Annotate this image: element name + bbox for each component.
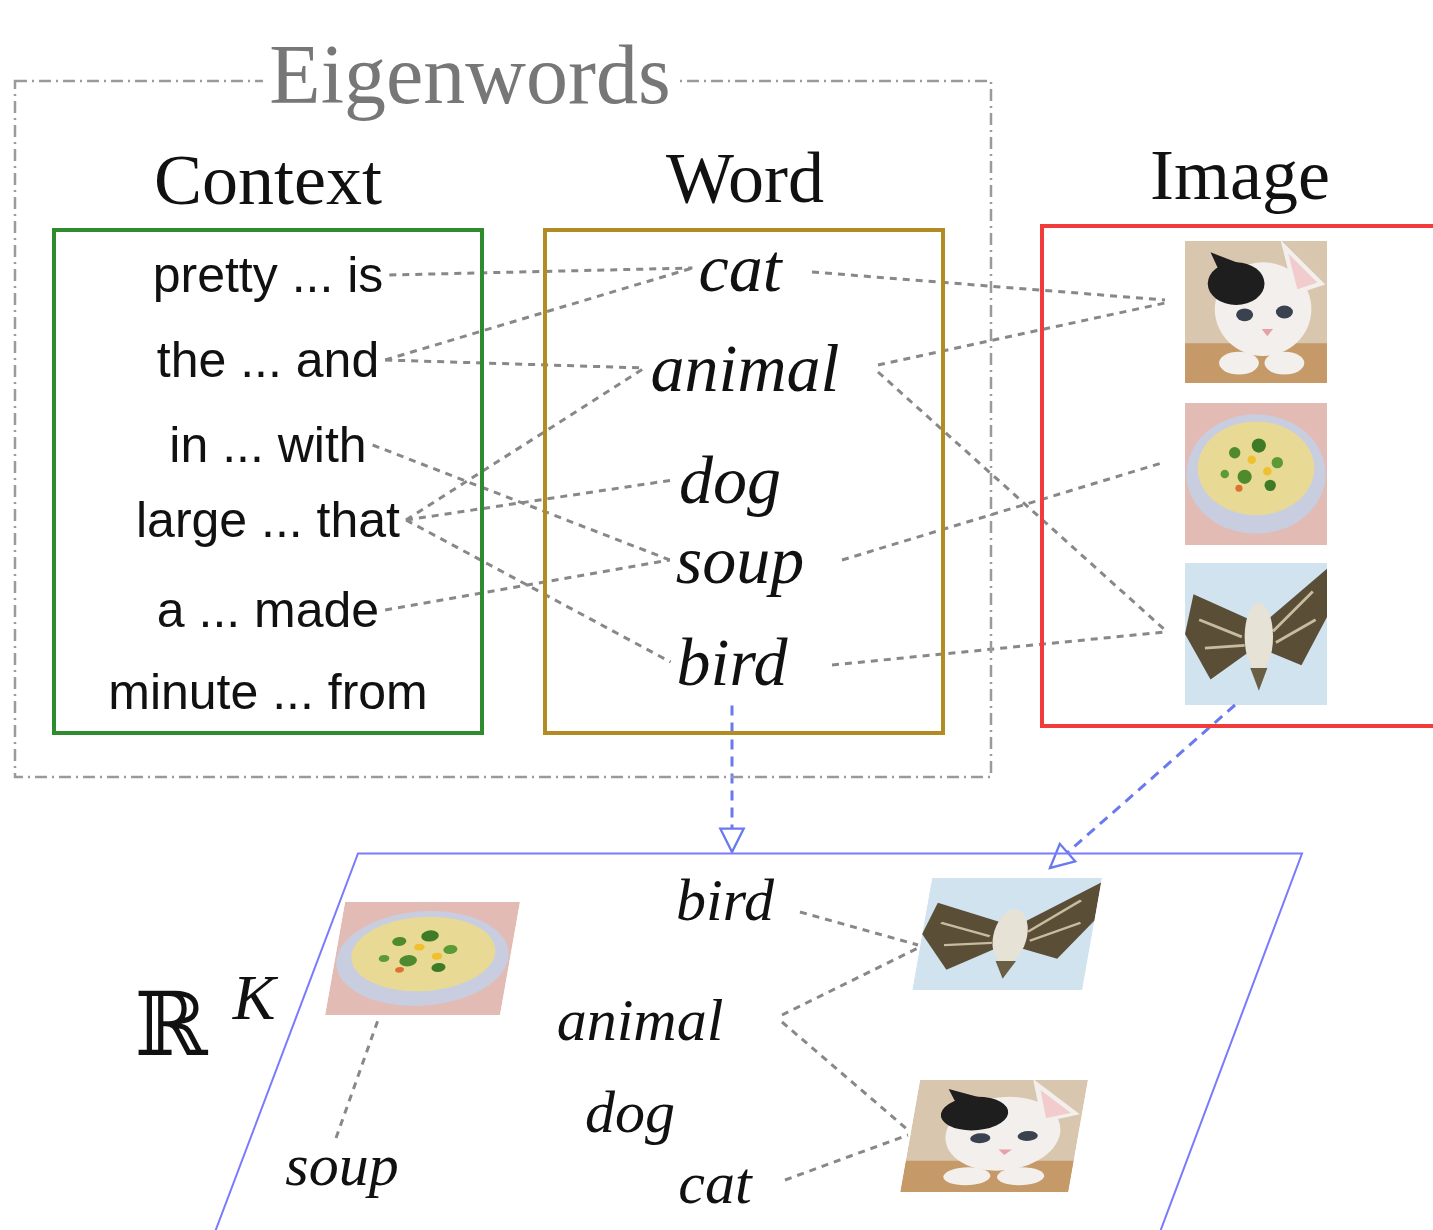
item-text: bird: [676, 867, 774, 933]
item-text: animal: [557, 987, 724, 1053]
context-phrase: pretty ... is: [153, 248, 384, 303]
context-phrase: in ... with: [169, 418, 366, 473]
word-item: bird: [677, 625, 788, 700]
item-text: a ... made: [157, 583, 379, 638]
plane-word: bird: [676, 867, 774, 933]
item-text: in ... with: [169, 418, 366, 473]
word-item: animal: [651, 331, 840, 406]
eigenwords-group: EigenwordsContextpretty ... isthe ... an…: [14, 80, 992, 778]
word-image-links: [812, 272, 1165, 665]
cooccurrence-link: [385, 268, 692, 360]
projection-arrow: [731, 705, 734, 852]
projection-arrow: [1050, 705, 1235, 868]
plane-soup-photo: [325, 902, 520, 1015]
cooccurrence-link: [385, 360, 644, 368]
box-heading: ℝ: [134, 981, 207, 1069]
item-text: dog: [585, 1079, 675, 1145]
image-box: Image: [1040, 224, 1433, 728]
word-item: cat: [698, 231, 781, 306]
plane-word: dog: [585, 1079, 675, 1145]
plane-word: cat: [678, 1150, 751, 1216]
cooccurrence-link: [406, 368, 645, 520]
box-heading: Context: [154, 144, 382, 216]
word-item: soup: [676, 523, 804, 598]
word-item: dog: [679, 443, 781, 518]
box-heading: Image: [1150, 139, 1330, 211]
embedding-plane: ℝKbirdanimaldogsoupcat: [215, 852, 1303, 1230]
item-text: animal: [651, 331, 840, 406]
box-heading-sup: K: [233, 966, 276, 1030]
cooccurrence-link: [406, 480, 673, 520]
context-phrase: large ... that: [136, 493, 400, 548]
cooccurrence-link: [389, 268, 692, 275]
plane-bird-photo: [912, 878, 1102, 990]
box-heading: Word: [666, 142, 824, 214]
item-text: large ... that: [136, 493, 400, 548]
item-text: the ... and: [157, 333, 379, 388]
outline-shape: [15, 81, 991, 777]
context-phrase: the ... and: [157, 333, 379, 388]
cooccurrence-link: [406, 520, 671, 662]
cooccurrence-link: [385, 560, 670, 610]
item-text: dog: [679, 443, 781, 518]
cat-photo: [1185, 241, 1327, 383]
item-text: soup: [285, 1132, 398, 1198]
item-text: minute ... from: [108, 665, 428, 720]
plane-word: animal: [557, 987, 724, 1053]
outline-shape: [215, 854, 1302, 1230]
item-text: cat: [678, 1150, 751, 1216]
bird-photo: [1185, 563, 1327, 705]
item-text: bird: [677, 625, 788, 700]
plane-cat-photo: [900, 1080, 1088, 1192]
plane-links: [336, 912, 918, 1180]
item-text: cat: [698, 231, 781, 306]
box-heading: Eigenwords: [263, 33, 676, 117]
context-box: Contextpretty ... isthe ... andin ... wi…: [52, 228, 484, 735]
item-text: pretty ... is: [153, 248, 384, 303]
plane-word: soup: [285, 1132, 398, 1198]
cooccurrence-link: [373, 445, 670, 560]
word-box: Wordcatanimaldogsoupbird: [543, 228, 945, 735]
context-phrase: a ... made: [157, 583, 379, 638]
item-text: soup: [676, 523, 804, 598]
context-phrase: minute ... from: [108, 665, 428, 720]
soup-photo: [1185, 403, 1327, 545]
